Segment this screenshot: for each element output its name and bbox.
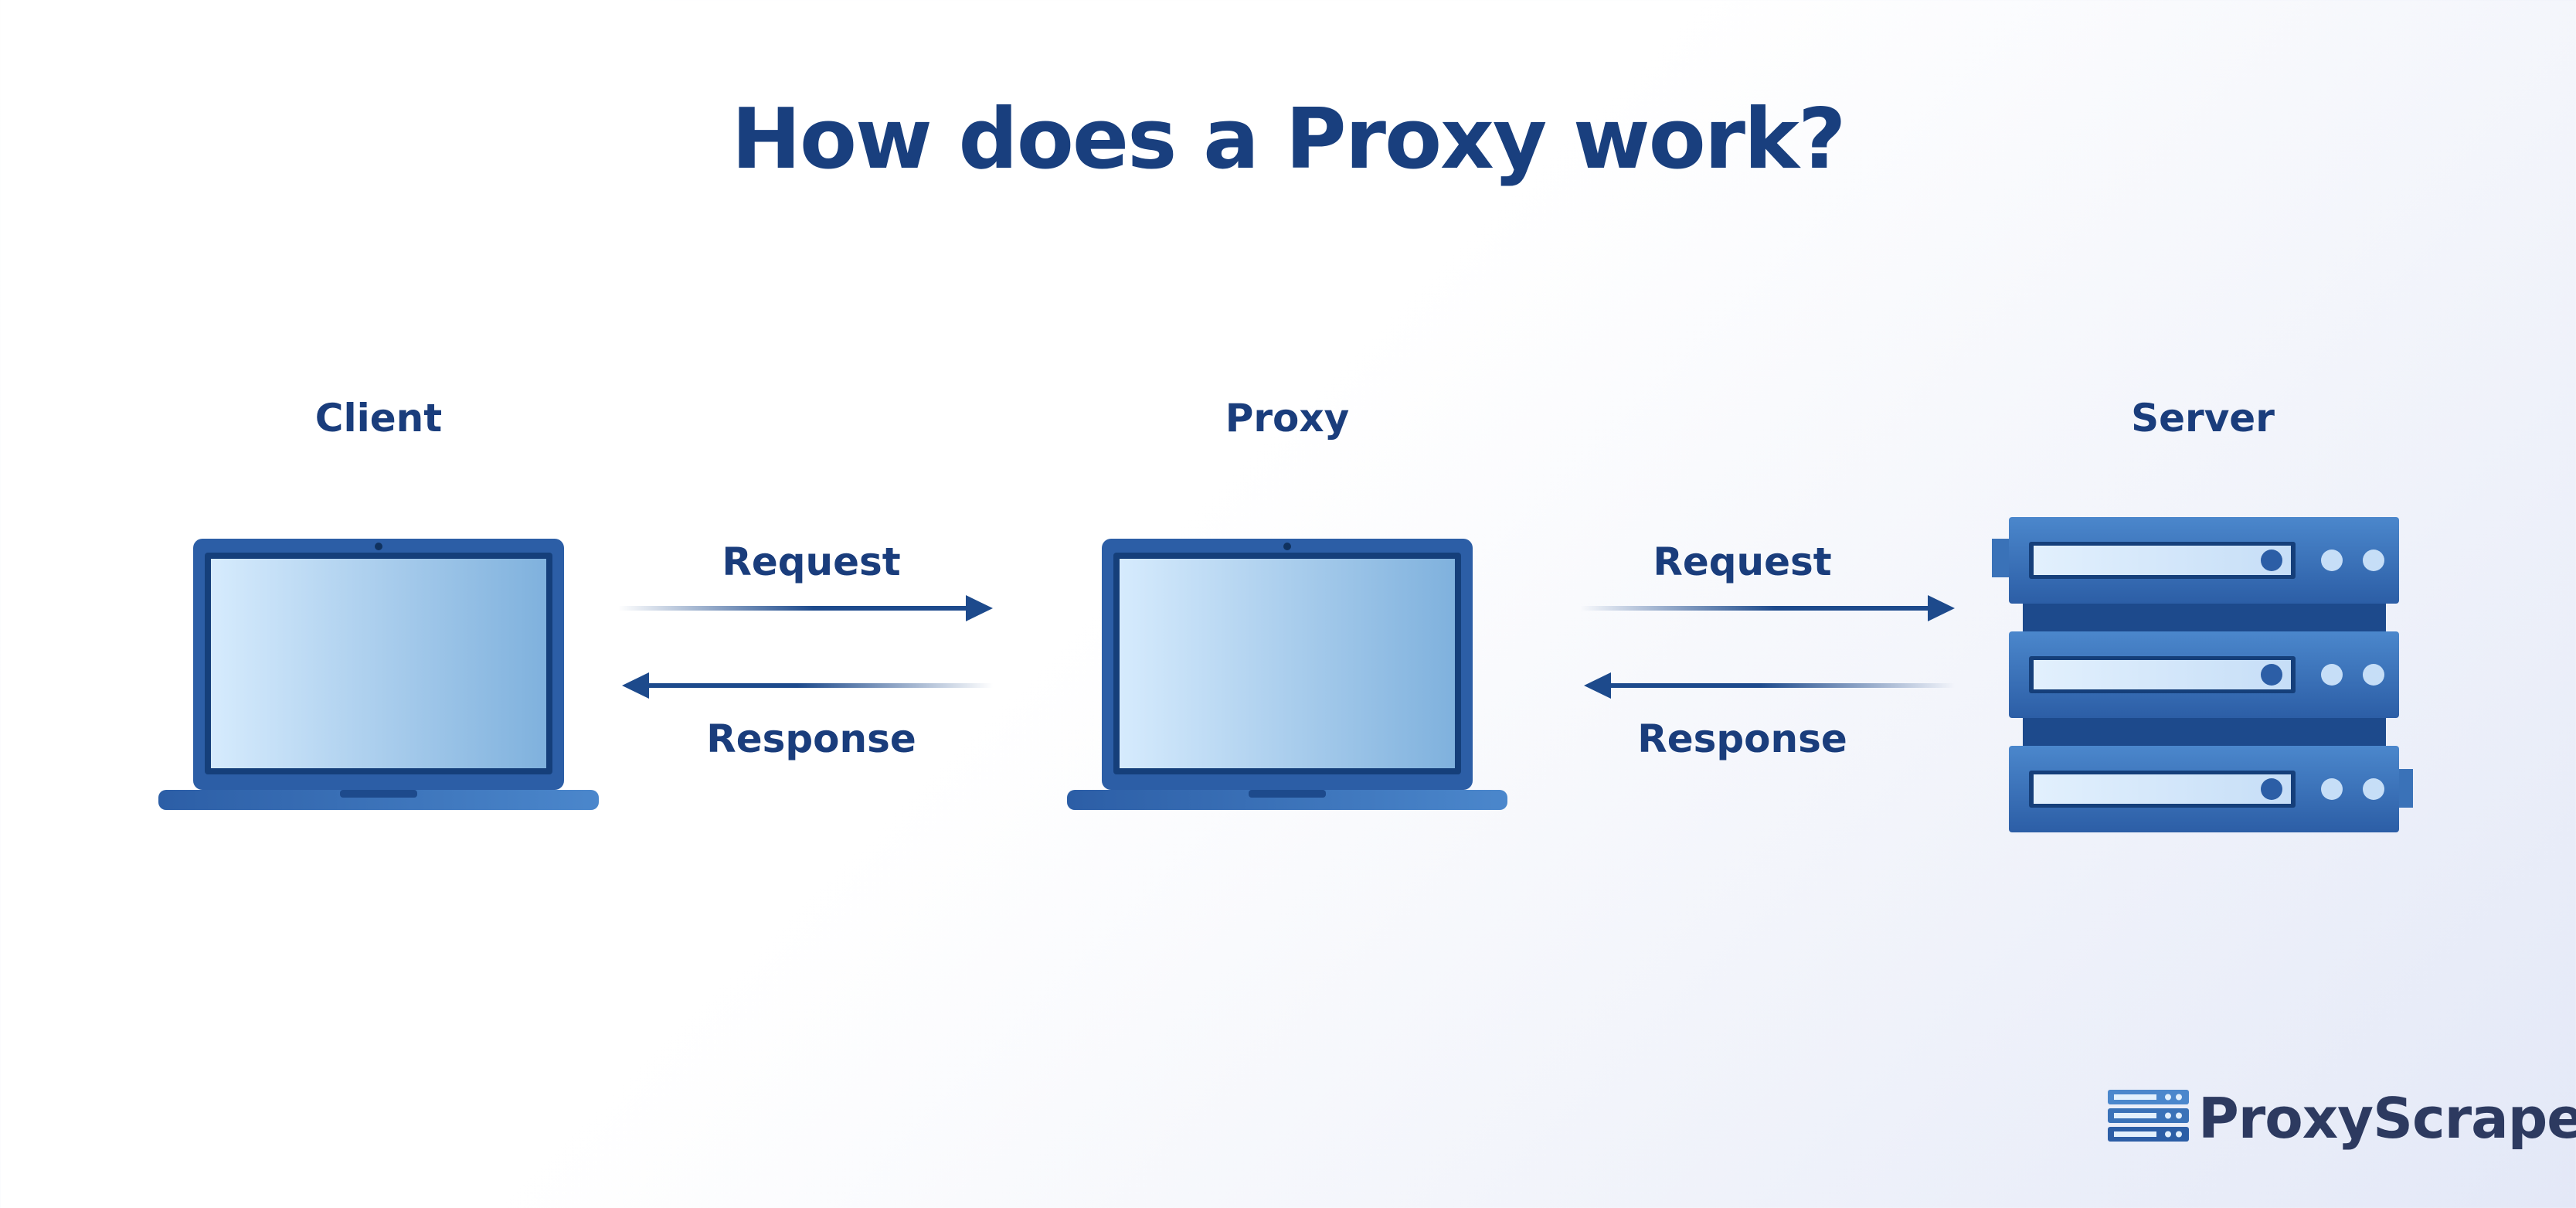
request-arrow (1580, 595, 1955, 621)
client-label: Client (314, 396, 443, 441)
proxy-server-request-label: Request (1653, 539, 1832, 584)
proxy-label: Proxy (1225, 396, 1350, 441)
client-proxy-request-label: Request (722, 539, 901, 584)
server-rack-icon (1992, 517, 2413, 832)
response-arrow (622, 672, 993, 699)
proxy-server-response-label: Response (1637, 716, 1847, 761)
response-arrow (1584, 672, 1955, 699)
client-proxy-arrows (618, 595, 993, 699)
server-stack-logo-icon (2108, 1090, 2189, 1142)
proxy-laptop-icon (1067, 539, 1507, 810)
proxy-server-arrows (1580, 595, 1955, 699)
client-laptop-icon (158, 539, 599, 810)
brand-name: ProxyScrape (2198, 1086, 2576, 1151)
request-arrow (618, 595, 993, 621)
server-label: Server (2131, 396, 2275, 441)
page-title: How does a Proxy work? (731, 91, 1846, 188)
client-proxy-response-label: Response (706, 716, 916, 761)
